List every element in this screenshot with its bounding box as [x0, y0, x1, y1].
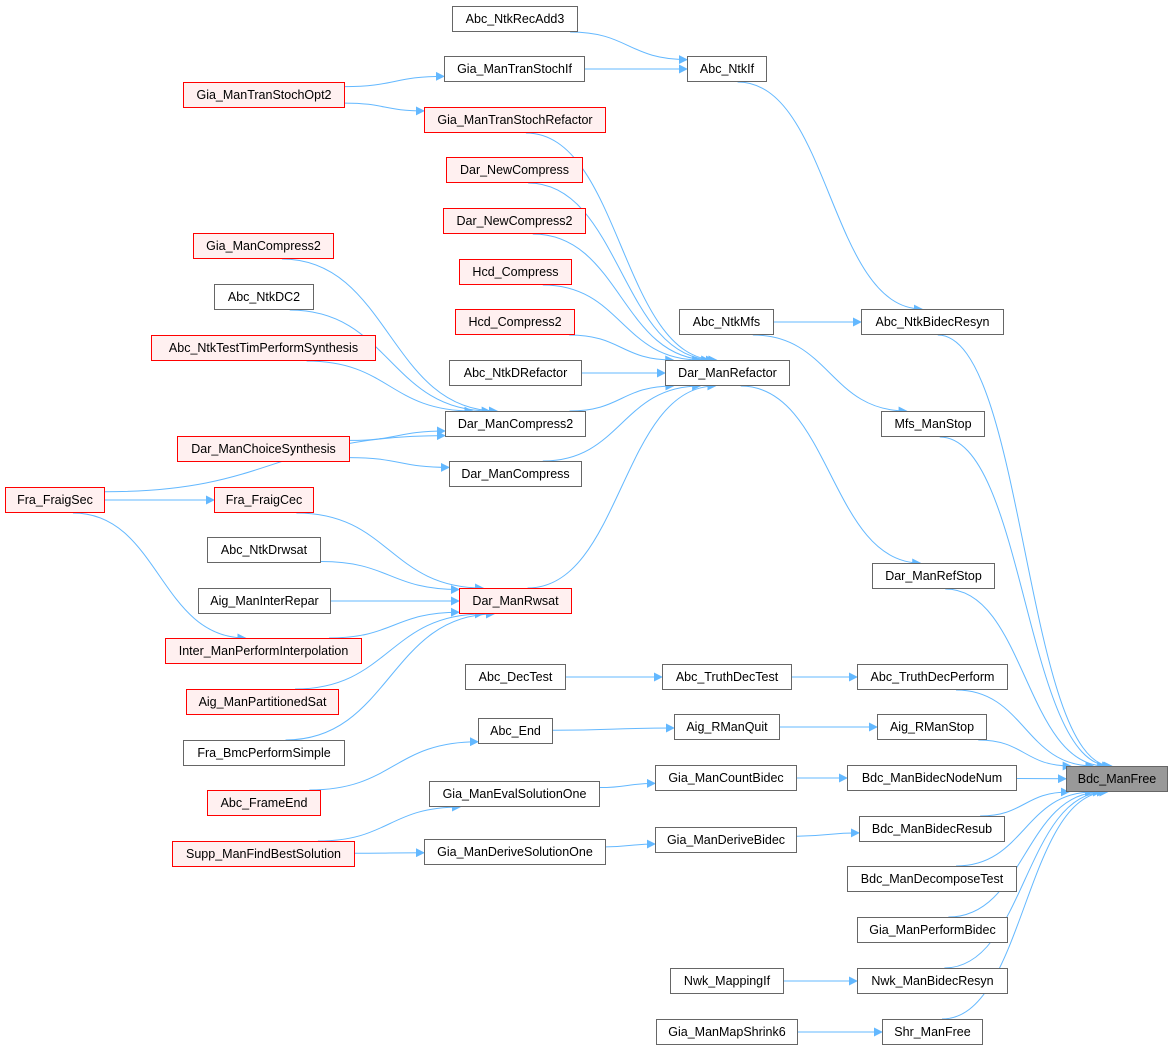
graph-node-dar-manrwsat[interactable]: Dar_ManRwsat [459, 588, 572, 614]
edge-abc-ntkif-to-abc-ntkbidecresyn [737, 81, 923, 314]
edge-fra-bmcperformsimple-to-dar-manrwsat [285, 609, 495, 741]
graph-node-supp-manfindbestsolution[interactable]: Supp_ManFindBestSolution [172, 841, 355, 867]
graph-node-gia-manmapshrink6[interactable]: Gia_ManMapShrink6 [656, 1019, 798, 1045]
graph-node-hcd-compress[interactable]: Hcd_Compress [459, 259, 572, 285]
graph-node-abc-ntkdrwsat[interactable]: Abc_NtkDrwsat [207, 537, 321, 563]
graph-node-fra-fraigcec[interactable]: Fra_FraigCec [214, 487, 314, 513]
graph-node-fra-bmcperformsimple[interactable]: Fra_BmcPerformSimple [183, 740, 345, 766]
edge-gia-manevalsolutionone-to-gia-mancountbidec [599, 778, 656, 789]
edge-dar-manchoicesynthesis-to-dar-mancompress [349, 457, 450, 472]
edge-hcd-compress2-to-dar-manrefactor [569, 334, 675, 365]
edge-dar-manchoicesynthesis-to-dar-mancompress2 [349, 426, 446, 441]
edge-dar-newcompress2-to-dar-manrefactor [532, 233, 711, 365]
graph-node-gia-manderivesolutionone[interactable]: Gia_ManDeriveSolutionOne [424, 839, 606, 865]
edge-supp-manfindbestsolution-to-gia-manevalsolutionone [317, 802, 462, 842]
edge-fra-fraigsec-to-inter-manperforminterpolation [72, 512, 247, 643]
edge-bdc-manbidecresub-to-bdc-manfree [980, 787, 1070, 817]
edge-dar-newcompress-to-dar-manrefactor [528, 182, 715, 365]
edge-gia-mantranstochrefactor-to-dar-manrefactor [525, 132, 718, 365]
edge-abc-ntktesttimperformsynthesis-to-dar-mancompress2 [306, 360, 474, 416]
graph-node-gia-mancompress2[interactable]: Gia_ManCompress2 [193, 233, 334, 259]
graph-node-mfs-manstop[interactable]: Mfs_ManStop [881, 411, 985, 437]
graph-node-bdc-manfree[interactable]: Bdc_ManFree [1066, 766, 1168, 792]
edge-abc-ntkdrwsat-to-dar-manrwsat [320, 561, 460, 595]
graph-node-abc-ntktesttimperformsynthesis[interactable]: Abc_NtkTestTimPerformSynthesis [151, 335, 376, 361]
graph-node-gia-manperformbidec[interactable]: Gia_ManPerformBidec [857, 917, 1008, 943]
graph-node-fra-fraigsec[interactable]: Fra_FraigSec [5, 487, 105, 513]
graph-node-dar-mancompress2[interactable]: Dar_ManCompress2 [445, 411, 586, 437]
graph-node-bdc-manbidecresub[interactable]: Bdc_ManBidecResub [859, 816, 1005, 842]
graph-node-dar-newcompress2[interactable]: Dar_NewCompress2 [443, 208, 586, 234]
graph-node-dar-manrefactor[interactable]: Dar_ManRefactor [665, 360, 790, 386]
graph-node-gia-manderivebidec[interactable]: Gia_ManDeriveBidec [655, 827, 797, 853]
edge-abc-ntkdc2-to-dar-mancompress2 [289, 309, 491, 416]
graph-node-nwk-mappingif[interactable]: Nwk_MappingIf [670, 968, 784, 994]
graph-node-inter-manperforminterpolation[interactable]: Inter_ManPerformInterpolation [165, 638, 362, 664]
edge-inter-manperforminterpolation-to-dar-manrwsat [329, 607, 460, 639]
edge-abc-ntkbidecresyn-to-bdc-manfree [937, 334, 1113, 771]
graph-node-abc-ntkdrefactor[interactable]: Abc_NtkDRefactor [449, 360, 582, 386]
graph-node-abc-ntkmfs[interactable]: Abc_NtkMfs [679, 309, 774, 335]
edge-abc-ntkmfs-to-mfs-manstop [752, 334, 908, 416]
edge-gia-mantranstochopt2-to-gia-mantranstochrefactor [344, 102, 425, 116]
edge-nwk-manbidecresyn-to-bdc-manfree [944, 787, 1107, 969]
edge-dar-manrefactor-to-dar-manrefstop [740, 385, 922, 568]
graph-node-aig-maninterrepar[interactable]: Aig_ManInterRepar [198, 588, 331, 614]
edge-mfs-manstop-to-bdc-manfree [939, 436, 1112, 771]
graph-node-abc-ntkdc2[interactable]: Abc_NtkDC2 [214, 284, 314, 310]
graph-node-bdc-manbidecnodenum[interactable]: Bdc_ManBidecNodeNum [847, 765, 1017, 791]
edge-dar-mancompress2-to-dar-manrefactor [569, 381, 675, 412]
edge-dar-manrefstop-to-bdc-manfree [945, 588, 1107, 771]
graph-node-dar-manchoicesynthesis[interactable]: Dar_ManChoiceSynthesis [177, 436, 350, 462]
edge-abc-ntkrecadd3-to-abc-ntkif [570, 31, 688, 65]
graph-node-dar-newcompress[interactable]: Dar_NewCompress [446, 157, 583, 183]
edge-abc-end-to-aig-rmanquit [552, 723, 675, 733]
graph-node-bdc-mandecomposetest[interactable]: Bdc_ManDecomposeTest [847, 866, 1017, 892]
graph-node-gia-manevalsolutionone[interactable]: Gia_ManEvalSolutionOne [429, 781, 600, 807]
edge-aig-rmanstop-to-bdc-manfree [978, 739, 1072, 771]
edge-fra-fraigcec-to-dar-manrwsat [296, 512, 485, 593]
edge-gia-mancompress2-to-dar-mancompress2 [281, 258, 498, 416]
edge-gia-manperformbidec-to-bdc-manfree [948, 787, 1103, 918]
graph-node-dar-manrefstop[interactable]: Dar_ManRefStop [872, 563, 995, 589]
graph-node-abc-truthdecperform[interactable]: Abc_TruthDecPerform [857, 664, 1008, 690]
graph-node-shr-manfree[interactable]: Shr_ManFree [882, 1019, 983, 1045]
edge-dar-manrwsat-to-dar-manrefactor [527, 381, 717, 589]
edge-gia-manderivebidec-to-bdc-manbidecresub [796, 828, 860, 838]
edge-shr-manfree-to-bdc-manfree [941, 787, 1109, 1020]
graph-node-abc-end[interactable]: Abc_End [478, 718, 553, 744]
graph-node-aig-rmanstop[interactable]: Aig_RManStop [877, 714, 987, 740]
edge-abc-frameend-to-abc-end [309, 737, 479, 791]
graph-node-gia-mantranstochopt2[interactable]: Gia_ManTranStochOpt2 [183, 82, 345, 108]
graph-node-aig-manpartitionedsat[interactable]: Aig_ManPartitionedSat [186, 689, 339, 715]
edge-gia-mantranstochopt2-to-gia-mantranstochif [344, 71, 445, 88]
graph-node-aig-rmanquit[interactable]: Aig_RManQuit [674, 714, 780, 740]
graph-node-gia-mantranstochif[interactable]: Gia_ManTranStochIf [444, 56, 585, 82]
graph-node-gia-mantranstochrefactor[interactable]: Gia_ManTranStochRefactor [424, 107, 606, 133]
graph-node-hcd-compress2[interactable]: Hcd_Compress2 [455, 309, 575, 335]
graph-node-abc-dectest[interactable]: Abc_DecTest [465, 664, 566, 690]
graph-node-abc-truthdectest[interactable]: Abc_TruthDecTest [662, 664, 792, 690]
graph-node-abc-frameend[interactable]: Abc_FrameEnd [207, 790, 321, 816]
edge-dar-mancompress-to-dar-manrefactor [542, 381, 702, 462]
edge-fra-fraigsec-to-dar-mancompress2 [104, 431, 446, 493]
edge-aig-manpartitionedsat-to-dar-manrwsat [295, 609, 484, 690]
graph-node-abc-ntkbidecresyn[interactable]: Abc_NtkBidecResyn [861, 309, 1004, 335]
graph-node-gia-mancountbidec[interactable]: Gia_ManCountBidec [655, 765, 797, 791]
graph-node-nwk-manbidecresyn[interactable]: Nwk_ManBidecResyn [857, 968, 1008, 994]
graph-node-dar-mancompress[interactable]: Dar_ManCompress [449, 461, 582, 487]
edge-supp-manfindbestsolution-to-gia-manderivesolutionone [354, 848, 425, 858]
edge-gia-manderivesolutionone-to-gia-manderivebidec [605, 839, 656, 849]
edge-bdc-mandecomposetest-to-bdc-manfree [956, 787, 1094, 867]
graph-node-abc-ntkif[interactable]: Abc_NtkIf [687, 56, 767, 82]
graph-node-abc-ntkrecadd3[interactable]: Abc_NtkRecAdd3 [452, 6, 578, 32]
